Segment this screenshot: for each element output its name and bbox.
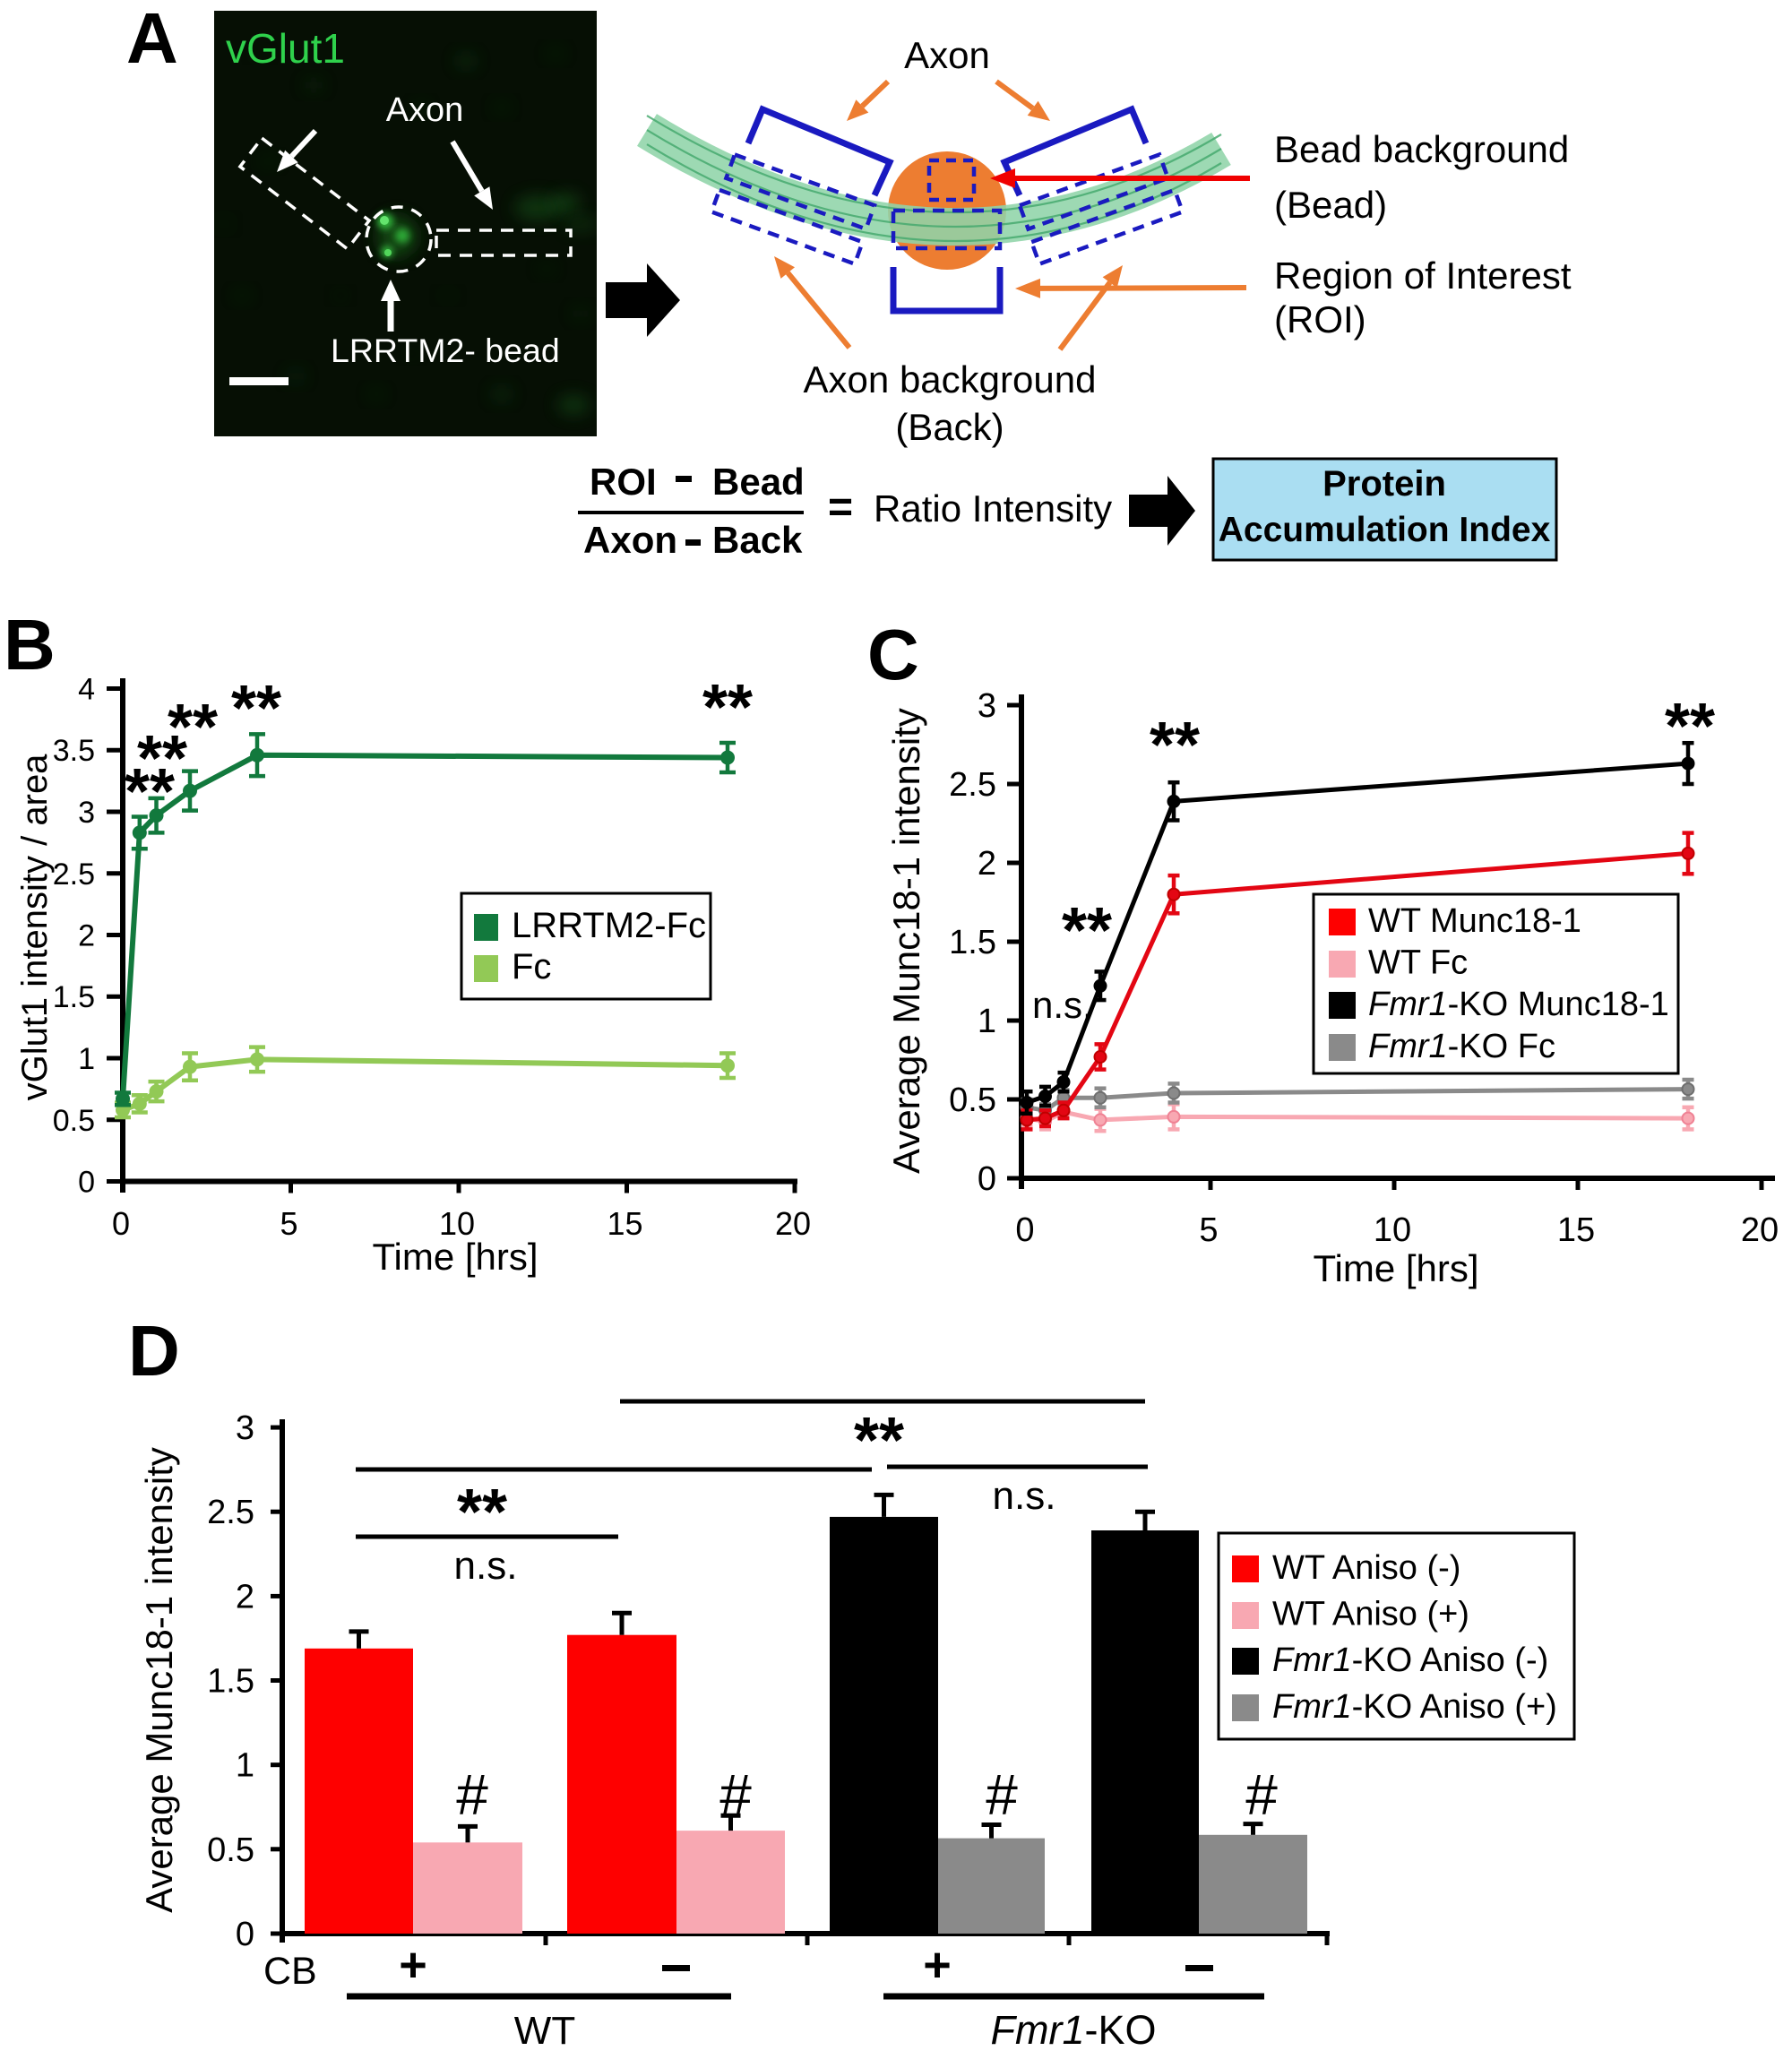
svg-text:20: 20 bbox=[775, 1205, 811, 1242]
svg-text:0.5: 0.5 bbox=[53, 1104, 95, 1138]
svg-text:D: D bbox=[128, 1311, 180, 1391]
svg-text:1: 1 bbox=[78, 1042, 95, 1076]
svg-text:Average Munc18-1 intensity: Average Munc18-1 intensity bbox=[885, 708, 927, 1174]
svg-text:0: 0 bbox=[1015, 1211, 1034, 1249]
svg-text:#: # bbox=[719, 1762, 752, 1827]
svg-text:3: 3 bbox=[978, 687, 996, 725]
svg-text:**: ** bbox=[457, 1477, 507, 1548]
svg-text:**: ** bbox=[137, 723, 187, 795]
svg-text:Axon: Axon bbox=[904, 34, 990, 76]
svg-text:1: 1 bbox=[236, 1747, 254, 1785]
svg-text:Bead background: Bead background bbox=[1274, 128, 1569, 170]
svg-text:**: ** bbox=[168, 692, 218, 763]
svg-text:Axon: Axon bbox=[386, 91, 464, 129]
svg-text:+: + bbox=[399, 1938, 427, 1992]
svg-text:15: 15 bbox=[607, 1205, 642, 1242]
svg-text:1: 1 bbox=[978, 1003, 996, 1040]
svg-text:2: 2 bbox=[236, 1578, 254, 1616]
svg-text:20: 20 bbox=[1741, 1211, 1779, 1249]
svg-text:10: 10 bbox=[1374, 1211, 1411, 1249]
svg-text:CB: CB bbox=[263, 1950, 317, 1993]
svg-text:0: 0 bbox=[78, 1166, 95, 1200]
svg-text:**: ** bbox=[125, 756, 175, 828]
svg-text:5: 5 bbox=[1199, 1211, 1218, 1249]
svg-text:=: = bbox=[828, 484, 853, 531]
svg-text:Protein: Protein bbox=[1322, 464, 1446, 504]
svg-text:3.5: 3.5 bbox=[53, 734, 95, 768]
svg-text:WT Munc18-1: WT Munc18-1 bbox=[1368, 902, 1581, 940]
svg-text:**: ** bbox=[702, 672, 753, 744]
svg-text:C: C bbox=[867, 615, 919, 694]
svg-text:Time [hrs]: Time [hrs] bbox=[372, 1236, 538, 1278]
svg-text:Fmr1-KO Munc18-1: Fmr1-KO Munc18-1 bbox=[1368, 986, 1669, 1023]
svg-text:0: 0 bbox=[978, 1160, 996, 1198]
svg-text:0: 0 bbox=[112, 1205, 130, 1242]
svg-text:Average Munc18-1 intensity: Average Munc18-1 intensity bbox=[138, 1447, 180, 1913]
svg-text:Fmr1-KO Aniso (-): Fmr1-KO Aniso (-) bbox=[1272, 1641, 1548, 1679]
svg-text:Fc: Fc bbox=[512, 947, 551, 987]
svg-text:1.5: 1.5 bbox=[949, 924, 996, 961]
svg-text:n.s.: n.s. bbox=[993, 1474, 1056, 1518]
svg-text:2.5: 2.5 bbox=[53, 857, 95, 892]
svg-text:0.5: 0.5 bbox=[207, 1831, 254, 1869]
svg-text:B: B bbox=[4, 605, 56, 685]
svg-text:1.5: 1.5 bbox=[207, 1663, 254, 1701]
svg-text:1.5: 1.5 bbox=[53, 980, 95, 1014]
svg-text:2: 2 bbox=[978, 845, 996, 883]
svg-text:(Back): (Back) bbox=[895, 406, 1004, 448]
svg-text:A: A bbox=[126, 0, 178, 78]
svg-text:**: ** bbox=[231, 673, 281, 745]
svg-text:WT Aniso (+): WT Aniso (+) bbox=[1272, 1596, 1469, 1633]
svg-text:+: + bbox=[923, 1938, 952, 1992]
svg-text:Fmr1-KO Aniso (+): Fmr1-KO Aniso (+) bbox=[1272, 1688, 1557, 1726]
svg-text:ROI: ROI bbox=[590, 461, 657, 503]
svg-text:WT Aniso (-): WT Aniso (-) bbox=[1272, 1549, 1460, 1587]
svg-text:n.s.: n.s. bbox=[454, 1544, 518, 1588]
svg-text:3: 3 bbox=[236, 1409, 254, 1447]
svg-text:WT Fc: WT Fc bbox=[1368, 944, 1468, 982]
svg-text:Fmr1-KO: Fmr1-KO bbox=[990, 2007, 1156, 2053]
svg-text:LRRTM2- bead: LRRTM2- bead bbox=[331, 332, 560, 369]
svg-text:15: 15 bbox=[1557, 1211, 1595, 1249]
svg-text:#: # bbox=[986, 1762, 1018, 1827]
svg-text:Back: Back bbox=[712, 519, 803, 561]
svg-text:Bead: Bead bbox=[712, 461, 805, 503]
svg-text:#: # bbox=[1245, 1762, 1278, 1827]
svg-text:**: ** bbox=[1665, 691, 1715, 763]
svg-text:Fmr1-KO Fc: Fmr1-KO Fc bbox=[1368, 1028, 1555, 1065]
svg-text:vGlut1 intensity / area: vGlut1 intensity / area bbox=[15, 754, 55, 1101]
svg-text:Axon: Axon bbox=[583, 519, 677, 561]
svg-text:3: 3 bbox=[78, 796, 95, 830]
svg-text:Time [hrs]: Time [hrs] bbox=[1313, 1247, 1478, 1289]
svg-text:Ratio Intensity: Ratio Intensity bbox=[874, 487, 1112, 530]
svg-text:10: 10 bbox=[439, 1205, 475, 1242]
svg-text:vGlut1: vGlut1 bbox=[226, 25, 345, 72]
svg-text:0: 0 bbox=[236, 1916, 254, 1953]
svg-text:(ROI): (ROI) bbox=[1274, 298, 1366, 340]
svg-text:Region of Interest: Region of Interest bbox=[1274, 254, 1572, 297]
svg-text:4: 4 bbox=[78, 673, 95, 707]
svg-text:n.s.: n.s. bbox=[1032, 984, 1093, 1026]
svg-text:(Bead): (Bead) bbox=[1274, 184, 1387, 226]
svg-text:#: # bbox=[456, 1762, 488, 1827]
svg-text:2.5: 2.5 bbox=[207, 1494, 254, 1531]
svg-text:**: ** bbox=[1150, 710, 1200, 781]
svg-text:2: 2 bbox=[78, 919, 95, 953]
svg-text:5: 5 bbox=[280, 1205, 297, 1242]
svg-text:WT: WT bbox=[514, 2009, 575, 2053]
svg-text:Accumulation Index: Accumulation Index bbox=[1219, 511, 1551, 549]
svg-text:2.5: 2.5 bbox=[949, 766, 996, 804]
svg-text:LRRTM2-Fc: LRRTM2-Fc bbox=[512, 906, 706, 945]
svg-text:0.5: 0.5 bbox=[949, 1081, 996, 1119]
svg-text:**: ** bbox=[1062, 895, 1112, 967]
svg-text:Axon background: Axon background bbox=[804, 358, 1097, 401]
